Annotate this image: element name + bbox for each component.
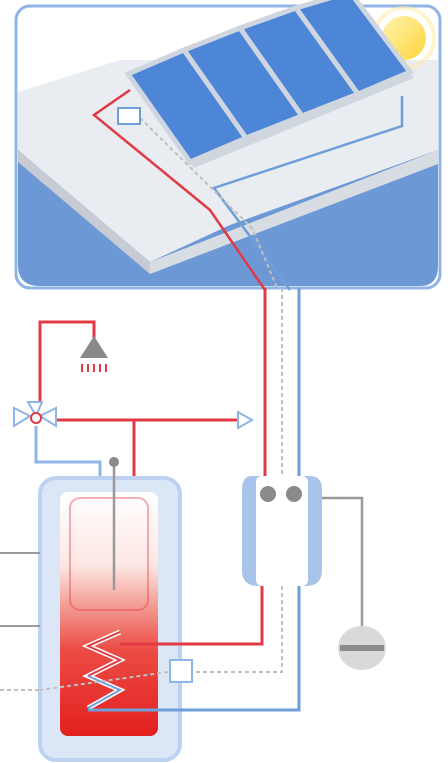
- shower-icon: [80, 336, 108, 372]
- vessel-pipe: [322, 496, 364, 630]
- collector-bottom-rail: [190, 72, 414, 168]
- tank-dome: [69, 497, 149, 611]
- side-connections: [0, 552, 40, 691]
- pump-station-icon: [242, 476, 322, 586]
- vessel-band: [340, 645, 384, 651]
- collector-sensor-box: [117, 107, 141, 125]
- roof-hot-pipe: [91, 88, 267, 291]
- sensor-loop-line: [192, 586, 283, 673]
- collector-panels: [124, 0, 414, 168]
- roof-cold-pipe: [211, 96, 404, 291]
- mixing-valve-icon: [13, 401, 57, 428]
- expansion-vessel-icon: [322, 496, 386, 670]
- tank-inner-body: [60, 492, 158, 736]
- cold-loop-line: [88, 586, 301, 712]
- sensor-loop-to-left: [39, 671, 169, 691]
- roof-sensor-line: [139, 117, 279, 291]
- roof-area: [14, 0, 442, 291]
- heat-exchanger-coil-red: [85, 631, 123, 677]
- risers: [263, 288, 301, 490]
- tank-sensor-knob: [109, 457, 119, 467]
- heat-exchanger-coil-blue: [87, 675, 123, 709]
- roof-side-edge: [150, 150, 438, 274]
- hot-loop-return: [120, 586, 264, 646]
- shower-supply-pipe: [38, 320, 96, 404]
- pump-dot-1: [260, 486, 276, 502]
- sensor-box-icon: [169, 659, 193, 683]
- pump-dot-2: [286, 486, 302, 502]
- valve-end-icon: [237, 410, 255, 430]
- roof-front-edge: [18, 150, 150, 274]
- pump-inner: [256, 476, 308, 586]
- hot-water-tank-icon: [38, 457, 182, 762]
- collector-loop: [39, 586, 301, 712]
